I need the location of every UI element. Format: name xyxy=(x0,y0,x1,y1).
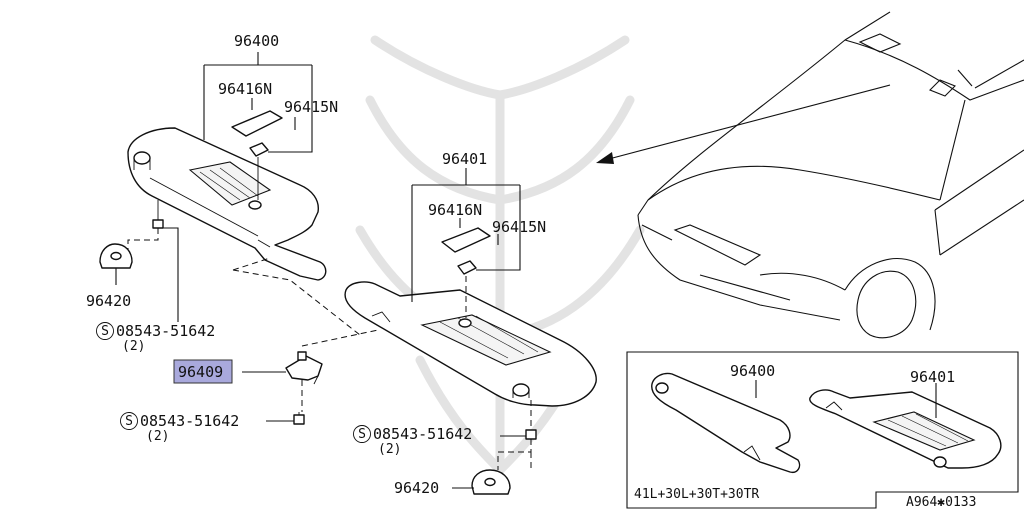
label-screw-bracket[interactable]: 08543-51642 xyxy=(140,412,239,430)
label-screw-lh-qty: (2) xyxy=(122,339,145,354)
label-screw-lh[interactable]: 08543-51642 xyxy=(116,322,215,340)
screw-rh[interactable] xyxy=(525,429,537,440)
label-96420-lh[interactable]: 96420 xyxy=(86,292,131,310)
mirror-clip-rh[interactable] xyxy=(457,260,477,275)
visor-holder-rh[interactable] xyxy=(471,469,511,495)
screw-symbol-icon xyxy=(120,412,138,430)
label-inset-96401[interactable]: 96401 xyxy=(910,368,955,386)
label-96416n-lh[interactable]: 96416N xyxy=(218,80,272,98)
leader-lines-bracket xyxy=(242,329,379,412)
label-96415n-rh[interactable]: 96415N xyxy=(492,218,546,236)
part-labels: 96400 96416N 96415N 96401 96416N 96415N … xyxy=(86,32,976,510)
label-96416n-rh[interactable]: 96416N xyxy=(428,201,482,219)
inset-note: 41L+30L+30T+30TR xyxy=(634,487,759,502)
leader-lines-lh xyxy=(115,227,361,336)
label-96415n-lh[interactable]: 96415N xyxy=(284,98,338,116)
callout-bracket-rh xyxy=(411,168,521,318)
mirror-clip-lh[interactable] xyxy=(249,142,269,157)
label-96409[interactable]: 96409 xyxy=(178,363,223,381)
label-screw-bracket-qty: (2) xyxy=(146,429,169,444)
leader-lines-rh xyxy=(452,400,532,489)
mirror-lid-lh[interactable] xyxy=(231,110,283,137)
inset-visor-lh[interactable] xyxy=(651,372,801,474)
label-screw-rh[interactable]: 08543-51642 xyxy=(373,425,472,443)
mirror-lid-rh[interactable] xyxy=(441,227,491,253)
screw-symbol: S xyxy=(125,414,133,429)
pointer-arrow xyxy=(596,84,891,164)
selected-part-highlight xyxy=(173,359,233,384)
callout-bracket-lh xyxy=(203,52,313,200)
visor-holder-lh[interactable] xyxy=(99,243,133,269)
screw-lh[interactable] xyxy=(152,200,164,229)
label-96420-rh[interactable]: 96420 xyxy=(394,479,439,497)
inset-leaders xyxy=(755,380,937,418)
screw-bracket[interactable] xyxy=(293,412,305,425)
sun-visor-lh[interactable] xyxy=(127,127,327,281)
visor-bracket[interactable] xyxy=(285,351,323,385)
screw-symbol-icon xyxy=(353,425,371,443)
screw-symbol: S xyxy=(358,427,366,442)
screw-symbol-icon xyxy=(96,322,114,340)
label-96401[interactable]: 96401 xyxy=(442,150,487,168)
label-screw-rh-qty: (2) xyxy=(378,442,401,457)
sun-visor-rh[interactable] xyxy=(344,281,597,407)
label-inset-96400[interactable]: 96400 xyxy=(730,362,775,380)
car-illustration xyxy=(637,11,1024,339)
label-96400[interactable]: 96400 xyxy=(234,32,279,50)
watermark-emblem xyxy=(355,35,645,477)
screw-symbol: S xyxy=(101,324,109,339)
diagram-code: A964✱0133 xyxy=(906,495,976,510)
inset-box xyxy=(626,351,1019,509)
inset-visor-rh[interactable] xyxy=(809,389,1002,469)
